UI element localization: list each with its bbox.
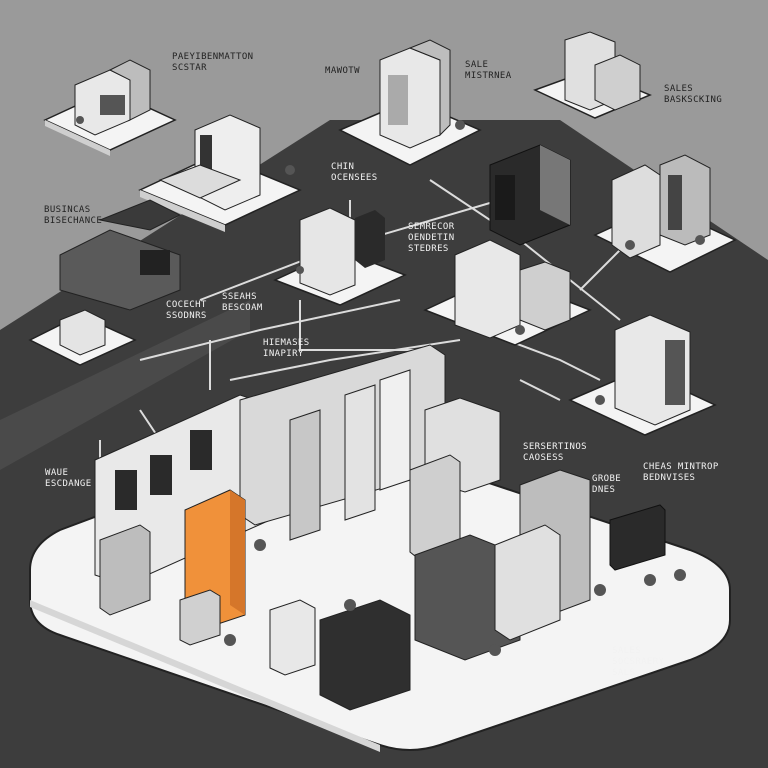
label-sersevinos-caosesss: SERSERTINOS CAOSESS bbox=[523, 442, 588, 463]
building-business-exchange bbox=[59, 199, 182, 311]
platform-tower-cluster-top bbox=[138, 114, 302, 232]
platform-chin-ocensees bbox=[273, 207, 407, 306]
label-semestor-stedres: SEMRECOR OENDETIN STEDRES bbox=[408, 222, 455, 254]
platform-sale-mistrea bbox=[533, 31, 652, 119]
label-grobe-dnes: GROBE DNES bbox=[592, 474, 622, 495]
label-hiemases-iniapiry: HIEMASES INAPIRY bbox=[263, 338, 310, 359]
trees bbox=[76, 116, 705, 656]
label-obens-mintrop: CHEAS MINTROP BEDNVISES bbox=[643, 462, 719, 483]
main-city-buildings bbox=[94, 344, 666, 711]
label-payment-sector: PAEYIBENMATTON SCSTAR bbox=[172, 52, 254, 73]
label-chin-ocensees: CHIN OCENSEES bbox=[331, 162, 378, 183]
label-wause-escdange: WAUE ESCDANGE bbox=[45, 468, 92, 489]
label-coacht-ssodnrs: COCECHT SSODNRS bbox=[166, 300, 207, 321]
label-sales-banking: SALES BASKSCKING bbox=[664, 84, 723, 105]
dark-building-center bbox=[489, 144, 571, 246]
platform-right-tower bbox=[568, 314, 717, 436]
label-business-exchange: BUSINCAS BISECHANCE bbox=[44, 205, 103, 226]
label-mawotw: MAWOTW bbox=[325, 66, 360, 76]
platform-mawotw bbox=[338, 39, 482, 166]
dark-ground-left-strip bbox=[0, 300, 250, 470]
platform-semestor bbox=[423, 239, 592, 346]
platform-sales-banking bbox=[593, 154, 737, 273]
label-sales-socmetiery: SALES SOCSRAERY SALS bbox=[612, 646, 665, 678]
label-sale-mistrea: SALE MISTRNEA bbox=[465, 60, 512, 81]
platform-payment-sector bbox=[43, 59, 177, 156]
label-seesahs-bescoam: SSEAHS BESCOAM bbox=[222, 292, 263, 313]
platform-small-left bbox=[28, 309, 137, 366]
